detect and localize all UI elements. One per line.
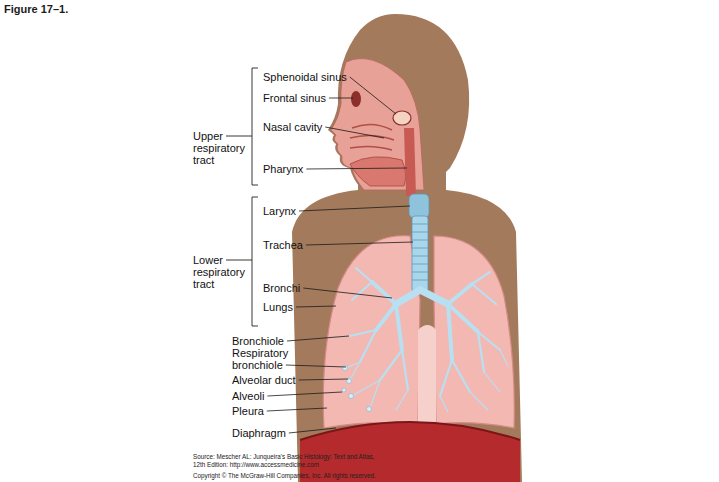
pharynx-shape [404,128,416,196]
part-label: Trachea [263,239,303,251]
part-label: Larynx [263,205,296,217]
part-label: Respiratory bronchiole [232,347,294,371]
leader-line [267,408,327,411]
right-lung [434,236,514,428]
part-label: Bronchiole [232,335,284,347]
tongue-shape [350,157,406,186]
part-label: Nasal cavity [263,121,322,133]
part-label: Pleura [232,405,264,417]
frontal-sinus-shape [351,91,361,107]
leader-line [286,365,346,367]
sphenoidal-sinus-shape [393,111,411,125]
leader-line [289,428,336,433]
diaphragm-edge [300,422,520,440]
part-label: Sphenoidal sinus [263,71,347,83]
region-label: Upper respiratory tract [193,130,249,166]
leader-line [299,206,410,211]
leader-line [306,242,413,245]
trachea-rings [412,224,428,280]
upper-tract-bracket [226,68,258,185]
trachea-shape [412,216,428,292]
leader-line [303,288,392,298]
leader-line [296,306,336,307]
leader-line [306,168,407,169]
body-silhouette [292,168,522,482]
leader-line [325,127,384,138]
head-silhouette [328,14,469,190]
alveoli-clusters [342,366,372,412]
part-label: Pharynx [263,163,303,175]
leader-line [350,77,396,114]
part-label: Bronchi [263,282,300,294]
larynx-shape [409,194,429,218]
part-label: Frontal sinus [263,92,326,104]
leader-line [329,98,353,99]
nasal-conchae [350,124,394,150]
lower-tract-bracket [226,197,258,326]
part-label: Alveoli [232,390,264,402]
region-label: Lower respiratory tract [193,254,249,290]
bronchial-tree [346,268,508,412]
copyright-note: Copyright © The McGraw-Hill Companies, I… [193,472,433,480]
leader-line [299,379,348,380]
part-label: Lungs [263,301,293,313]
leader-line [267,392,342,396]
mediastinum [418,325,436,424]
part-label: Alveolar duct [232,374,296,386]
figure-title: Figure 17–1. [4,3,68,15]
part-label: Diaphragm [232,427,286,439]
source-caption: Source: Mescher AL: Junqueira's Basic Hi… [193,453,383,469]
leader-line [287,336,349,341]
